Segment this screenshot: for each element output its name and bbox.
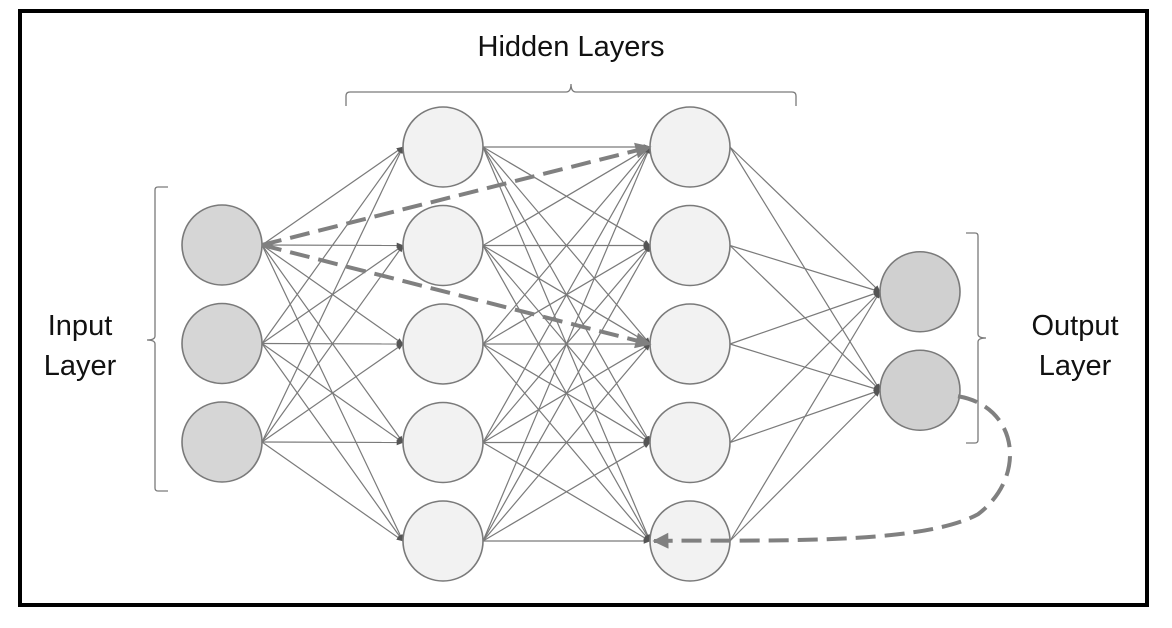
- hidden-2-node-4: [649, 401, 731, 484]
- hidden-1-node-3: [402, 303, 484, 385]
- skip-connection-arrow-2: [261, 243, 652, 349]
- edge-input-2-to-hidden-1-1: [261, 244, 404, 443]
- hidden-2-node-2: [649, 204, 731, 287]
- output-layer-label-line2: Layer: [1039, 350, 1112, 382]
- input-layer-label-line2: Layer: [44, 350, 117, 382]
- recurrent-connection-arrow-1: [652, 394, 1013, 549]
- input-node-1: [181, 204, 263, 286]
- output-node-2: [879, 349, 961, 432]
- edge-input-2-to-hidden-1-0: [261, 146, 404, 443]
- edge-input-2-to-hidden-1-4: [261, 441, 404, 542]
- connection-edges: [261, 144, 881, 544]
- output-layer-label-line1: Output: [1031, 310, 1118, 342]
- edge-hidden-2-4-to-output-1: [729, 389, 881, 542]
- hidden-1-node-1: [402, 106, 484, 188]
- hidden-1-node-4: [402, 401, 484, 484]
- hidden-2-node-1: [649, 106, 731, 188]
- output-layer-bracket: [966, 232, 987, 444]
- neuron-nodes: [181, 106, 961, 582]
- hidden-1-node-2: [402, 204, 484, 287]
- edge-input-0-to-hidden-1-0: [261, 146, 404, 246]
- edge-input-1-to-hidden-1-0: [261, 146, 404, 344]
- edge-hidden-2-2-to-output-0: [729, 291, 881, 345]
- edge-input-2-to-hidden-1-2: [261, 343, 404, 443]
- edge-hidden-2-0-to-output-0: [729, 146, 881, 293]
- edge-hidden-2-1-to-output-0: [729, 244, 881, 293]
- input-node-3: [181, 401, 263, 483]
- hidden-layers-bracket: [345, 83, 797, 106]
- edge-hidden-1-1-to-hidden-2-0: [482, 146, 651, 247]
- edge-hidden-2-3-to-output-0: [729, 291, 881, 443]
- edge-input-2-to-hidden-1-3: [261, 439, 404, 446]
- edge-hidden-1-4-to-hidden-2-1: [482, 244, 651, 542]
- edge-hidden-1-4-to-hidden-2-2: [482, 343, 651, 542]
- input-node-2: [181, 302, 263, 385]
- hidden-1-node-5: [402, 500, 484, 582]
- input-layer-bracket: [146, 186, 168, 492]
- hidden-2-node-3: [649, 303, 731, 385]
- skip-connection-arrow-1: [261, 142, 652, 247]
- edge-hidden-1-4-to-hidden-2-3: [482, 441, 651, 542]
- skip-and-recurrent-connections: [261, 142, 1013, 549]
- hidden-layers-label: Hidden Layers: [478, 31, 665, 63]
- output-node-1: [879, 250, 961, 333]
- edge-hidden-1-2-to-hidden-2-0: [482, 146, 651, 345]
- edge-hidden-2-4-to-output-0: [729, 291, 881, 542]
- edge-hidden-1-3-to-hidden-2-0: [482, 146, 651, 443]
- input-layer-label-line1: Input: [48, 310, 113, 342]
- diagram-frame: [18, 9, 1149, 607]
- edge-hidden-1-4-to-hidden-2-0: [482, 146, 651, 542]
